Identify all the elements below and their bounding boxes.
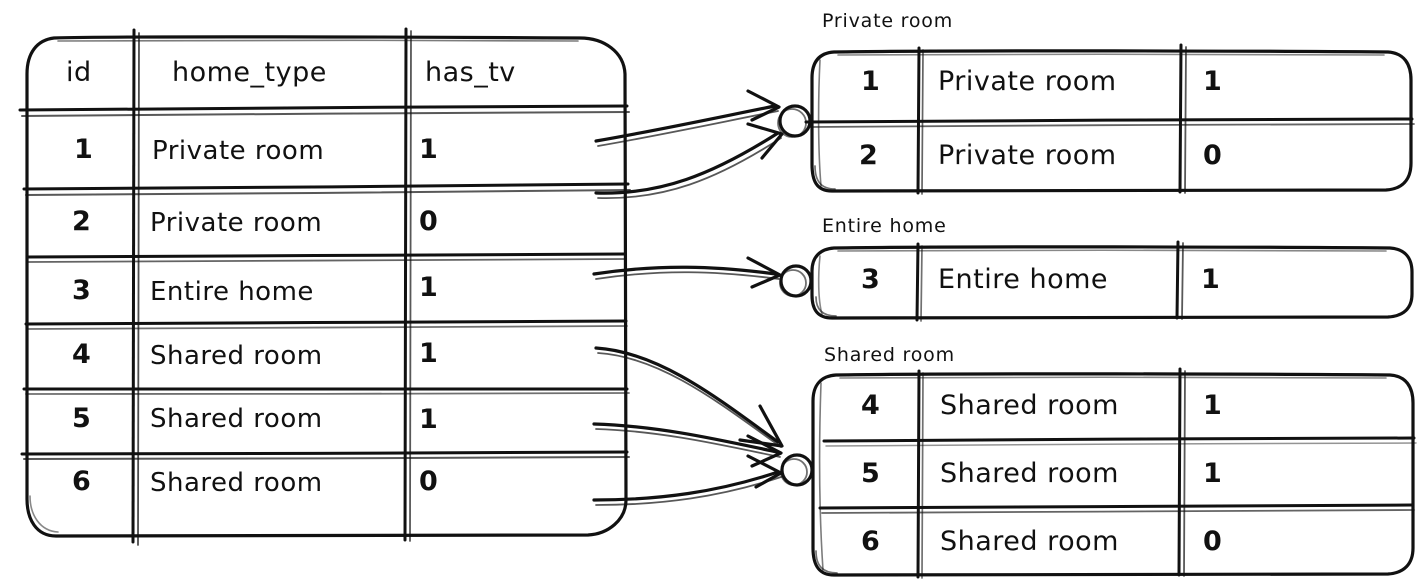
- shared-room-row-6-id: 6: [861, 526, 881, 557]
- connector-row6-to-shared-room: [592, 454, 783, 506]
- source-row-5-id: 5: [72, 403, 92, 434]
- source-table-header-id: id: [66, 57, 92, 88]
- source-table-row-dividers: [18, 104, 631, 460]
- source-row-3-home-type: Entire home: [150, 277, 314, 307]
- shared-room-row-6-has-tv: 0: [1203, 526, 1223, 557]
- group-table-private-room-outline: [810, 49, 1413, 193]
- connector-node-private-room: [777, 104, 812, 138]
- source-table-header-home-type: home_type: [172, 57, 327, 88]
- source-row-6-has-tv: 0: [419, 466, 439, 497]
- group-label-private-room: Private room: [822, 10, 954, 32]
- private-room-row-2-id: 2: [859, 140, 879, 171]
- group-table-shared-room-dividers: [818, 367, 1417, 579]
- source-row-1-has-tv: 1: [419, 134, 439, 165]
- connector-row1-to-private-room: [594, 89, 781, 147]
- shared-room-row-4-id: 4: [861, 390, 881, 421]
- connector-row4-to-shared-room: [594, 346, 784, 448]
- private-room-row-2-home-type: Private room: [938, 140, 1117, 171]
- source-row-2-has-tv: 0: [419, 206, 439, 237]
- source-row-2-home-type: Private room: [150, 208, 323, 238]
- shared-room-row-4-has-tv: 1: [1203, 390, 1223, 421]
- group-table-private-room-dividers: [804, 43, 1415, 195]
- group-table-shared-room-outline: [811, 372, 1415, 577]
- source-row-4-id: 4: [72, 339, 92, 370]
- source-row-5-has-tv: 1: [419, 404, 439, 435]
- source-row-4-has-tv: 1: [419, 338, 439, 369]
- shared-room-row-5-id: 5: [861, 458, 881, 489]
- group-table-entire-home-outline: [810, 245, 1414, 320]
- entire-home-row-3-home-type: Entire home: [938, 264, 1109, 295]
- entire-home-row-3-has-tv: 1: [1201, 264, 1221, 295]
- private-room-row-1-home-type: Private room: [938, 66, 1117, 97]
- source-row-3-id: 3: [72, 275, 92, 306]
- source-row-6-home-type: Shared room: [150, 468, 323, 498]
- shared-room-row-4-home-type: Shared room: [940, 390, 1119, 421]
- source-row-6-id: 6: [72, 466, 92, 497]
- source-row-5-home-type: Shared room: [150, 404, 323, 434]
- shared-room-row-6-home-type: Shared room: [940, 526, 1119, 557]
- connector-node-entire-home: [779, 264, 813, 298]
- source-row-1-id: 1: [74, 134, 94, 165]
- group-label-entire-home: Entire home: [822, 215, 947, 237]
- entire-home-row-3-id: 3: [861, 264, 881, 295]
- source-row-2-id: 2: [72, 206, 92, 237]
- shared-room-row-5-has-tv: 1: [1203, 458, 1223, 489]
- connector-row2-to-private-room: [594, 122, 784, 200]
- source-row-4-home-type: Shared room: [150, 341, 323, 371]
- private-room-row-1-has-tv: 1: [1203, 66, 1223, 97]
- group-label-shared-room: Shared room: [824, 344, 955, 366]
- connector-node-shared-room: [780, 453, 814, 487]
- source-row-1-home-type: Private room: [152, 136, 325, 166]
- source-table-outline: [25, 35, 628, 538]
- private-room-row-2-has-tv: 0: [1203, 140, 1223, 171]
- source-table-header-has-tv: has_tv: [425, 57, 516, 88]
- source-row-3-has-tv: 1: [419, 272, 439, 303]
- connector-row3-to-entire-home: [592, 256, 782, 289]
- shared-room-row-5-home-type: Shared room: [940, 458, 1119, 489]
- private-room-row-1-id: 1: [861, 66, 881, 97]
- group-table-entire-home-dividers: [915, 240, 1184, 322]
